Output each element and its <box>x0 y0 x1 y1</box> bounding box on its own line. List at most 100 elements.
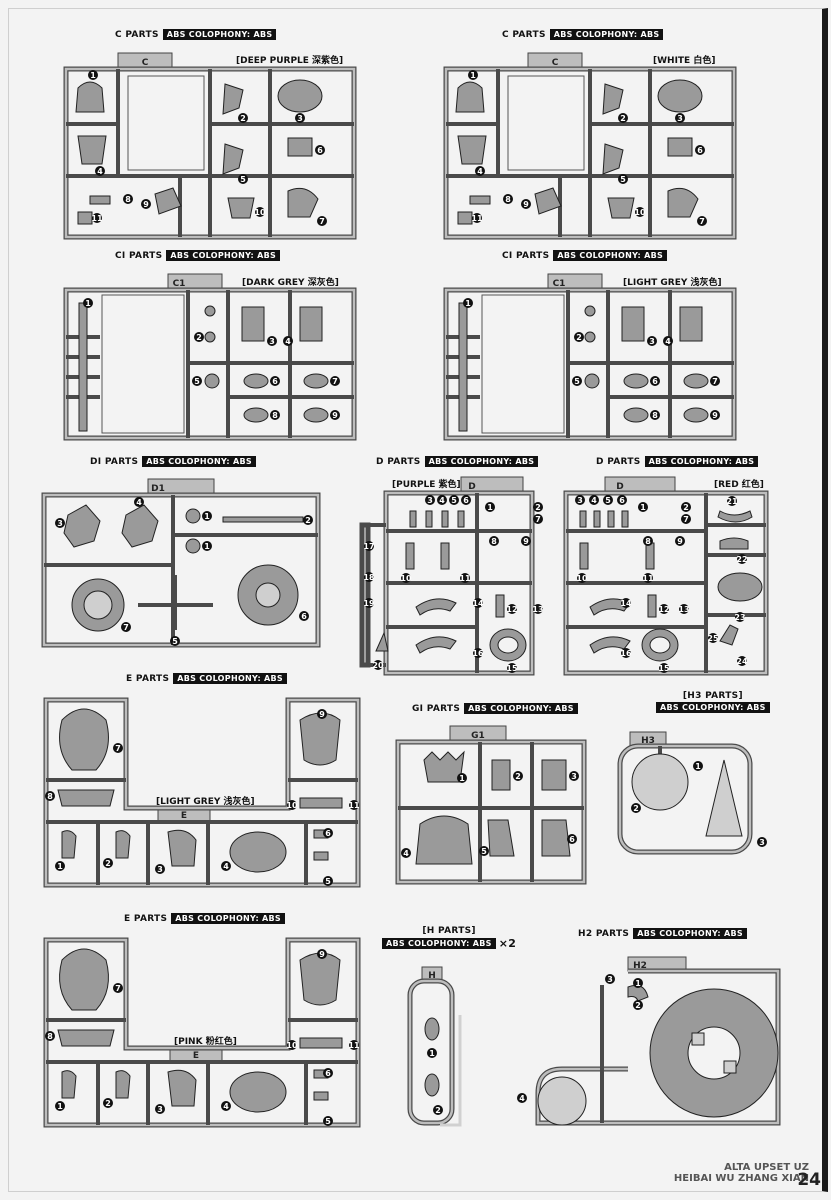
part-number-9: 9 <box>317 949 327 959</box>
part-number-1b: 1 <box>202 541 212 551</box>
sheet-h: [H PARTS] ABS COLOPHONY: ABS ×2 H 1 2 <box>378 925 518 1140</box>
part-number-1: 1 <box>202 511 212 521</box>
part-number-2: 2 <box>618 113 628 123</box>
svg-text:15: 15 <box>506 664 518 673</box>
svg-text:2: 2 <box>435 1106 441 1115</box>
sheet-title-text: [H3 PARTS] <box>682 691 743 701</box>
svg-text:2: 2 <box>620 114 626 123</box>
part-number-4: 4 <box>134 497 144 507</box>
part-number-3: 3 <box>575 495 585 505</box>
svg-text:14: 14 <box>472 599 484 608</box>
runner-tag: H3 <box>641 736 655 746</box>
svg-text:10: 10 <box>286 1041 298 1050</box>
svg-text:9: 9 <box>319 950 325 959</box>
part-number-8: 8 <box>643 536 653 546</box>
svg-text:20: 20 <box>372 661 384 670</box>
svg-text:1: 1 <box>85 299 91 308</box>
part-number-5: 5 <box>618 174 628 184</box>
svg-text:17: 17 <box>363 542 374 551</box>
part-number-8: 8 <box>270 410 280 420</box>
material-badge: ABS COLOPHONY: ABS <box>656 702 770 713</box>
svg-text:8: 8 <box>652 411 658 420</box>
part-numbers: D 3 4 5 6 1 2 7 8 9 10 11 12 13 14 15 16… <box>363 482 544 673</box>
svg-text:24: 24 <box>736 657 748 666</box>
plastic-color-label: [PURPLE 紫色] <box>392 480 461 490</box>
part-number-2: 2 <box>303 515 313 525</box>
svg-text:4: 4 <box>477 167 483 176</box>
svg-text:5: 5 <box>451 496 457 505</box>
material-badge: ABS COLOPHONY: ABS <box>633 928 747 939</box>
svg-text:9: 9 <box>332 411 338 420</box>
svg-text:11: 11 <box>91 214 103 223</box>
part-number-3: 3 <box>267 336 277 346</box>
svg-text:23: 23 <box>734 613 745 622</box>
sheet-c-deep-purple: C PARTS ABS COLOPHONY: ABS [DEEP PURPLE … <box>60 26 360 246</box>
part-number-5: 5 <box>572 376 582 386</box>
part-number-24: 24 <box>736 656 748 666</box>
part-number-9: 9 <box>317 709 327 719</box>
svg-text:4: 4 <box>519 1094 525 1103</box>
svg-text:7: 7 <box>123 623 129 632</box>
part-number-22: 22 <box>736 554 748 564</box>
part-number-2: 2 <box>631 803 641 813</box>
runner-tag: E <box>193 1051 199 1061</box>
runner-tag: C1 <box>173 279 186 289</box>
runner-tag: C <box>142 58 149 68</box>
sheet-e-pink: E PARTS ABS COLOPHONY: ABS [PINK 粉红色] E … <box>38 910 368 1135</box>
sheet-d1: DI PARTS ABS COLOPHONY: ABS D1 1 1 2 3 4… <box>38 455 328 655</box>
part-number-13: 13 <box>532 604 544 614</box>
part-number-6: 6 <box>617 495 627 505</box>
part-number-3: 3 <box>155 864 165 874</box>
svg-text:4: 4 <box>136 498 142 507</box>
sheet-title-text: GI PARTS <box>412 703 461 714</box>
part-numbers: E 1 2 3 4 5 6 7 8 9 10 11 <box>45 709 360 886</box>
svg-text:8: 8 <box>491 537 497 546</box>
sheet-title: C PARTS ABS COLOPHONY: ABS <box>115 29 277 40</box>
part-number-11: 11 <box>348 1040 360 1050</box>
part-number-11: 11 <box>91 213 103 223</box>
svg-text:5: 5 <box>194 377 200 386</box>
part-number-10: 10 <box>634 207 646 217</box>
svg-text:2: 2 <box>305 516 311 525</box>
part-number-3: 3 <box>295 113 305 123</box>
part-number-10: 10 <box>576 573 588 583</box>
part-number-10: 10 <box>286 1040 298 1050</box>
runner-frame <box>43 937 361 1128</box>
svg-text:9: 9 <box>523 537 529 546</box>
quantity-multiplier: ×2 <box>498 937 517 950</box>
part-number-2: 2 <box>633 1000 643 1010</box>
part-number-8: 8 <box>503 194 513 204</box>
part-number-4: 4 <box>95 166 105 176</box>
svg-text:7: 7 <box>115 984 121 993</box>
runner-frame <box>563 476 769 676</box>
svg-text:6: 6 <box>697 146 703 155</box>
part-numbers: C 1 2 3 4 5 6 7 8 9 10 11 <box>88 58 327 226</box>
runner-tag: H2 <box>633 961 647 971</box>
svg-text:10: 10 <box>254 208 266 217</box>
svg-text:4: 4 <box>97 167 103 176</box>
footer-line-2: HEIBAI WU ZHANG XIAN <box>673 1173 809 1184</box>
part-number-2: 2 <box>194 332 204 342</box>
svg-text:3: 3 <box>577 496 583 505</box>
part-number-7: 7 <box>681 514 691 524</box>
svg-text:10: 10 <box>576 574 588 583</box>
part-number-2: 2 <box>238 113 248 123</box>
part-number-25: 25 <box>707 633 719 643</box>
sheet-title: DI PARTS ABS COLOPHONY: ABS <box>90 456 256 467</box>
sheet-g1: GI PARTS ABS COLOPHONY: ABS G1 1 2 3 4 5… <box>392 700 592 890</box>
plastic-color-label: [LIGHT GREY 浅灰色] <box>156 797 255 807</box>
svg-text:8: 8 <box>645 537 651 546</box>
svg-text:8: 8 <box>47 1032 53 1041</box>
svg-text:6: 6 <box>652 377 658 386</box>
part-number-6: 6 <box>323 828 333 838</box>
svg-text:5: 5 <box>325 877 331 886</box>
svg-text:11: 11 <box>459 574 471 583</box>
runner-frame <box>617 731 753 855</box>
part-number-4: 4 <box>221 1101 231 1111</box>
part-number-7: 7 <box>710 376 720 386</box>
part-number-7: 7 <box>113 983 123 993</box>
svg-text:4: 4 <box>285 337 291 346</box>
plastic-color-label: [WHITE 白色] <box>653 56 716 66</box>
svg-text:5: 5 <box>574 377 580 386</box>
part-number-7: 7 <box>330 376 340 386</box>
